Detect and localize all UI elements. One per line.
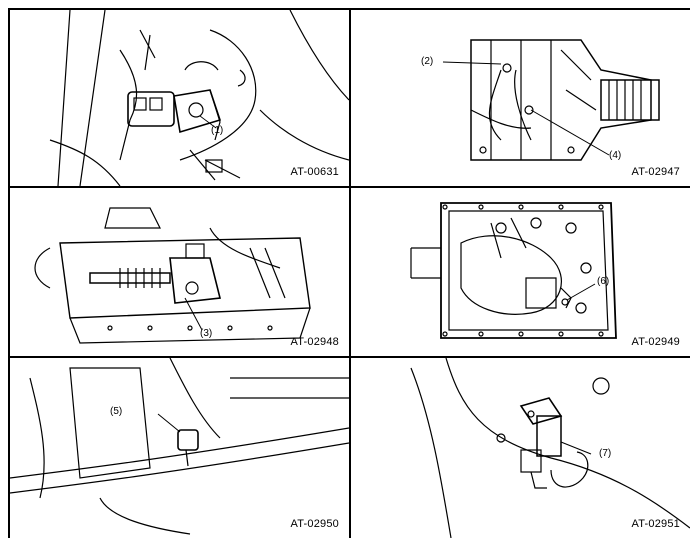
panel-at-02948: (3) AT-02948	[10, 188, 349, 356]
panel-at-02949: (6) AT-02949	[351, 188, 690, 356]
callout-4: (4)	[609, 150, 622, 161]
figure-code: AT-02951	[631, 518, 680, 530]
panel-at-00631: (1) AT-00631	[10, 10, 349, 186]
transmission-pan-illustration	[34, 207, 311, 344]
callout-2: (2)	[421, 56, 434, 67]
grid-divider-row-2	[10, 356, 688, 358]
panel-at-02951: (7) AT-02951	[351, 358, 690, 538]
callout-3: (3)	[200, 328, 213, 339]
sensor-bracket-illustration	[410, 358, 690, 538]
figure-code: AT-02949	[631, 336, 680, 348]
figure-code: AT-02950	[290, 518, 339, 530]
callout-5: (5)	[110, 406, 123, 417]
panel-at-02947: (2) (4) AT-02947	[351, 10, 690, 186]
grid-divider-row-1	[10, 186, 688, 188]
figure-code: AT-00631	[290, 166, 339, 178]
figure-code: AT-02947	[631, 166, 680, 178]
grid-divider-vertical	[349, 10, 351, 536]
figure-grid: (1) AT-00631 (2) (4) AT-02947	[8, 8, 690, 538]
callout-7: (7)	[599, 448, 612, 459]
transmission-side-illustration	[442, 39, 660, 161]
callout-1: (1)	[211, 125, 224, 136]
speed-sensor-illustration	[10, 358, 349, 535]
panel-at-02950: (5) AT-02950	[10, 358, 349, 538]
figure-code: AT-02948	[290, 336, 339, 348]
valve-body-illustration	[410, 202, 617, 339]
engine-connector-illustration	[49, 10, 349, 186]
callout-6: (6)	[597, 276, 610, 287]
